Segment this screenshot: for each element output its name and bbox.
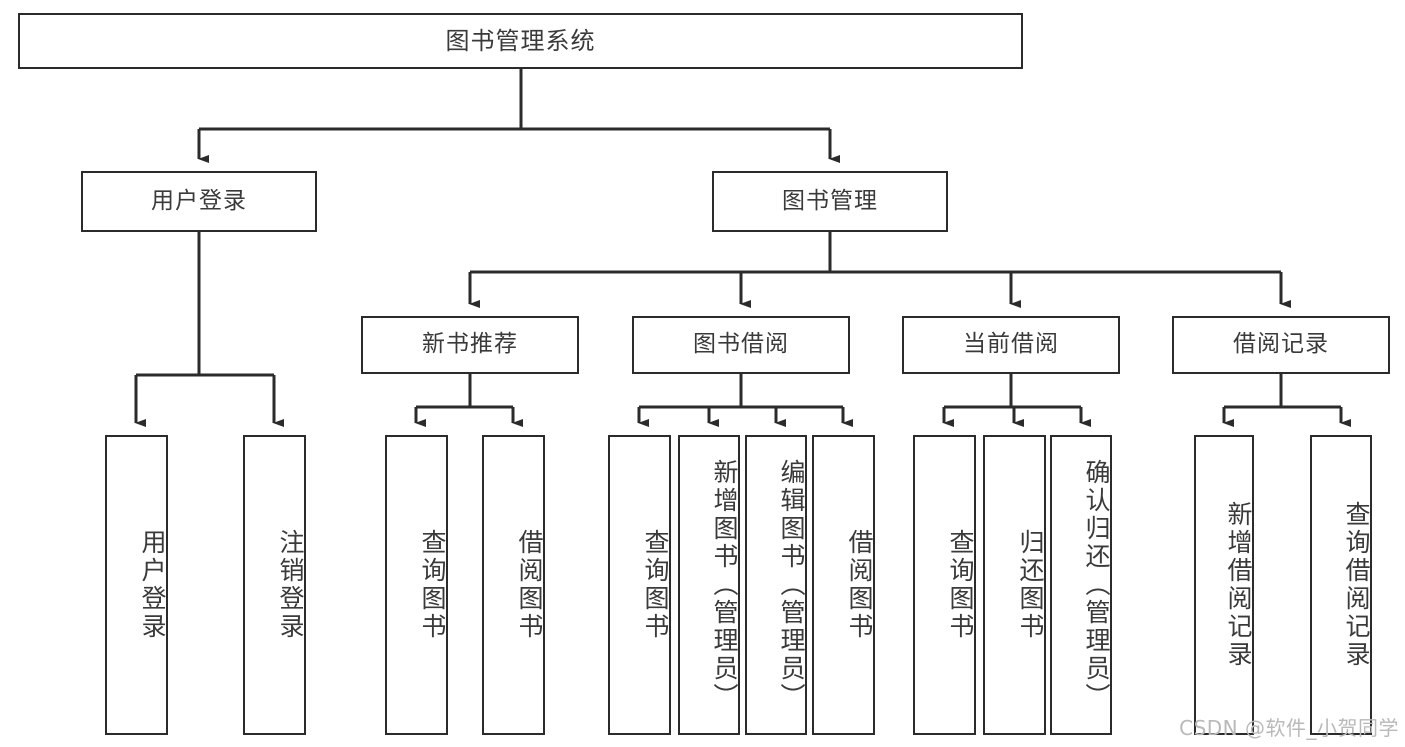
leaf-leaf-query-record[interactable]: 查询借阅记录 <box>1310 435 1372 735</box>
leaf-leaf-user-login[interactable]: 用户登录 <box>105 435 168 735</box>
leaf-leaf-query-book-1[interactable]: 查询图书 <box>385 435 448 735</box>
node-book-borrow[interactable]: 图书借阅 <box>632 316 850 374</box>
node-label: 图书管理 <box>782 187 878 214</box>
node-book-manage[interactable]: 图书管理 <box>712 171 948 232</box>
leaf-leaf-query-book-3[interactable]: 查询图书 <box>913 435 976 735</box>
node-label: 图书借阅 <box>693 331 789 358</box>
node-user-login[interactable]: 用户登录 <box>81 171 317 232</box>
node-label: 借阅记录 <box>1233 331 1329 358</box>
node-label: 新增借阅记录 <box>1224 501 1253 669</box>
node-label: 借阅图书 <box>845 529 874 641</box>
leaf-leaf-confirm-return[interactable]: 确认归还（管理员） <box>1050 435 1112 735</box>
node-label: 新增图书（管理员） <box>710 459 739 711</box>
node-label: 查询借阅记录 <box>1342 501 1371 669</box>
node-label: 查询图书 <box>418 529 447 641</box>
node-label: 确认归还（管理员） <box>1082 459 1111 711</box>
leaf-leaf-return-book[interactable]: 归还图书 <box>983 435 1046 735</box>
node-borrow-record[interactable]: 借阅记录 <box>1172 316 1390 374</box>
node-label: 图书管理系统 <box>445 26 596 55</box>
node-current-borrow[interactable]: 当前借阅 <box>902 316 1120 374</box>
leaf-leaf-query-book-2[interactable]: 查询图书 <box>608 435 671 735</box>
node-new-book-rec[interactable]: 新书推荐 <box>361 316 579 374</box>
node-label: 用户登录 <box>151 187 247 214</box>
node-label: 用户登录 <box>138 529 167 641</box>
node-label: 编辑图书（管理员） <box>777 459 806 711</box>
leaf-leaf-borrow-book-1[interactable]: 借阅图书 <box>482 435 545 735</box>
leaf-leaf-add-book[interactable]: 新增图书（管理员） <box>678 435 740 735</box>
leaf-leaf-logout[interactable]: 注销登录 <box>243 435 306 735</box>
node-label: 借阅图书 <box>515 529 544 641</box>
leaf-leaf-borrow-book-2[interactable]: 借阅图书 <box>812 435 875 735</box>
watermark-text: CSDN @软件_小贺同学 <box>1179 716 1399 740</box>
node-label: 新书推荐 <box>422 331 518 358</box>
node-label: 归还图书 <box>1016 529 1045 641</box>
node-label: 当前借阅 <box>963 331 1059 358</box>
node-label: 查询图书 <box>946 529 975 641</box>
node-label: 查询图书 <box>641 529 670 641</box>
node-label: 注销登录 <box>276 529 305 641</box>
leaf-leaf-edit-book[interactable]: 编辑图书（管理员） <box>745 435 807 735</box>
node-root[interactable]: 图书管理系统 <box>18 13 1023 69</box>
leaf-leaf-add-record[interactable]: 新增借阅记录 <box>1194 435 1254 735</box>
